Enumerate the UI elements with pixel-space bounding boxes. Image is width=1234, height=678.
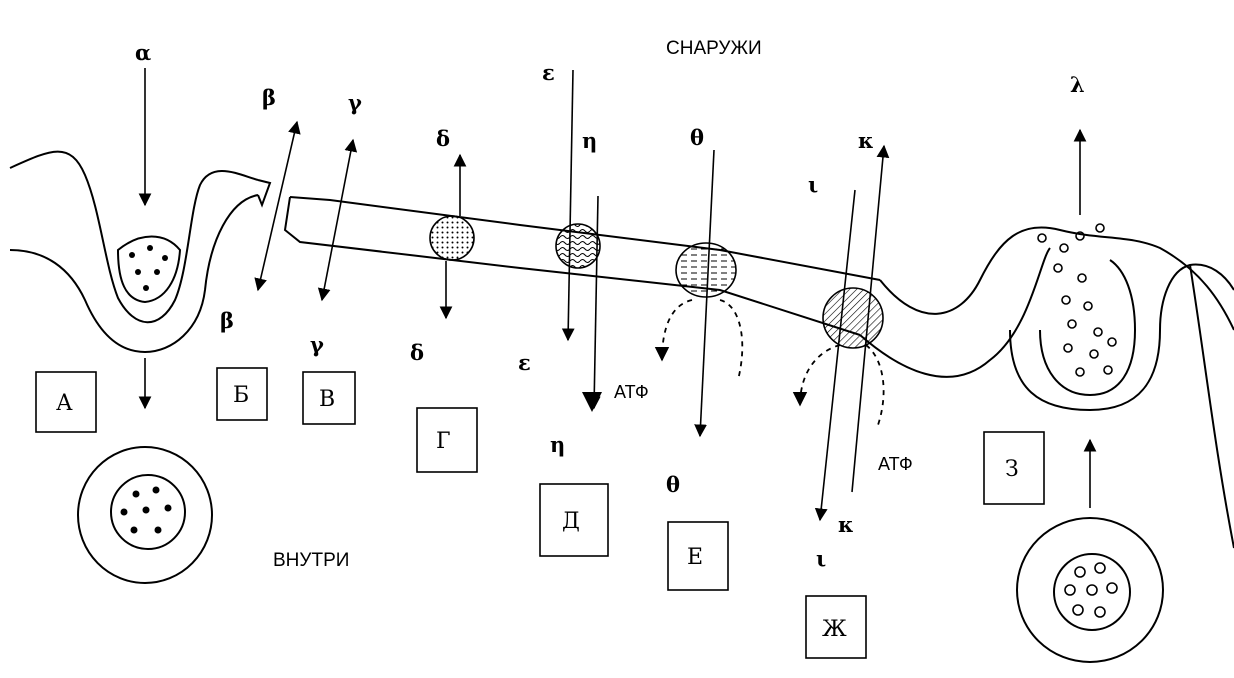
svg-text:Ж: Ж [822, 617, 847, 642]
eta-bottom-label: η [550, 432, 565, 457]
gamma-bottom-label: γ [310, 332, 324, 357]
svg-text:Г: Г [436, 429, 451, 454]
outside-label: СНАРУЖИ [666, 38, 762, 59]
pump-protein-e [675, 242, 737, 298]
atp-label-right: АТФ [878, 454, 913, 474]
panel-d: Д [539, 483, 609, 557]
kappa-bottom-label: κ [838, 512, 854, 537]
beta-top-label: β [262, 85, 276, 110]
epsilon-arrow [561, 69, 575, 342]
eta-arrow [587, 195, 601, 410]
exocytosis-particles [1037, 223, 1117, 377]
svg-text:Д: Д [562, 509, 580, 534]
atp-dashed-line-zh-right [865, 344, 885, 426]
atp-dashed-arrow-zh-left [792, 344, 841, 407]
theta-top-label: θ [690, 125, 704, 150]
eta-top-label: η [582, 128, 597, 153]
antiporter-protein-zh [822, 287, 884, 349]
right-membrane [859, 226, 1234, 549]
secretory-vesicle [1016, 517, 1164, 663]
delta-bottom-label: δ [410, 340, 424, 365]
svg-text:Е: Е [687, 545, 703, 570]
panel-g: Г [416, 407, 478, 473]
panel-v: В [302, 371, 356, 425]
panel-zh: Ж [805, 595, 867, 659]
panel-b: Б [216, 367, 268, 421]
gamma-arrow [317, 138, 358, 302]
gamma-top-label: γ [348, 90, 362, 115]
svg-text:З: З [1005, 457, 1019, 482]
epsilon-bottom-label: ε [518, 350, 531, 375]
theta-bottom-label: θ [666, 472, 680, 497]
lambda-label: λ [1070, 72, 1085, 97]
endocytic-vesicle [77, 446, 213, 584]
svg-text:Б: Б [233, 383, 249, 408]
kappa-top-label: κ [858, 128, 874, 153]
inside-label: ВНУТРИ [273, 550, 349, 571]
svg-text:А: А [56, 391, 73, 416]
eta-arrow-head [582, 392, 602, 412]
atp-label-left: АТФ [614, 382, 649, 402]
protein-channel-g [429, 215, 475, 261]
iota-arrow [814, 189, 856, 522]
iota-bottom-label: ι [816, 546, 826, 571]
panel-e: Е [667, 521, 729, 591]
beta-arrow [254, 120, 301, 292]
panel-a: А [35, 371, 97, 433]
epsilon-top-label: ε [542, 60, 555, 85]
beta-bottom-label: β [220, 308, 234, 333]
atp-dashed-line-e-right [719, 299, 744, 381]
iota-top-label: ι [808, 172, 818, 197]
svg-text:В: В [319, 387, 335, 412]
delta-top-label: δ [436, 126, 450, 151]
panel-z: З [983, 431, 1045, 505]
symporter-protein-d [555, 223, 601, 269]
atp-dashed-arrow-e-left [654, 299, 693, 362]
alpha-label: α [135, 40, 151, 65]
endocytosis-vesicle-forming [116, 235, 182, 304]
